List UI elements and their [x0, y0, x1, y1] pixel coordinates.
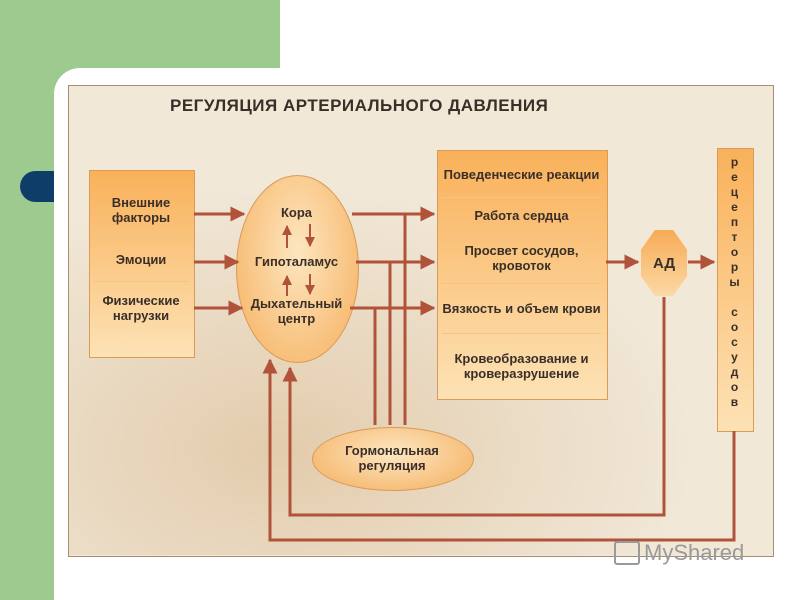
- blood-pressure-label: АД: [652, 254, 676, 272]
- watermark: MyShared: [614, 540, 744, 566]
- response-heart: Работа сердца: [474, 207, 569, 223]
- divider: [442, 333, 601, 334]
- node-respiratory-center: Дыхательный центр: [250, 296, 343, 326]
- divider: [94, 281, 188, 282]
- response-hematopoiesis: Кровеобразование и кроверазрушение: [454, 351, 589, 381]
- hormonal-regulation-label: Гормональная регуляция: [345, 443, 439, 473]
- feedback-receptors-to-center: [262, 358, 736, 542]
- response-blood-viscosity: Вязкость и объем крови: [442, 300, 601, 316]
- watermark-text: MyShared: [644, 540, 745, 565]
- brain-centers-oval: [236, 175, 359, 363]
- node-hypothalamus: Гипоталамус: [254, 253, 339, 269]
- effector-responses-box: [437, 150, 608, 400]
- divider: [94, 237, 188, 238]
- external-factor-emotions: Эмоции: [115, 251, 167, 267]
- vessel-receptors-box: [717, 148, 754, 432]
- vessel-receptors-label: р е ц е п т о р ы с о с у д о в: [729, 155, 740, 409]
- external-factor-physical: Физические нагрузки: [102, 293, 180, 323]
- diagram-title: РЕГУЛЯЦИЯ АРТЕРИАЛЬНОГО ДАВЛЕНИЯ: [170, 96, 549, 115]
- response-behavior: Поведенческие реакции: [443, 166, 600, 182]
- hormonal-regulation-oval: [312, 427, 474, 491]
- divider: [442, 197, 601, 198]
- divider: [442, 233, 601, 234]
- external-factor-outer: Внешние факторы: [111, 195, 171, 225]
- external-factors-box: [89, 170, 195, 358]
- feedback-ad-to-center: [282, 297, 666, 517]
- node-cortex: Кора: [280, 204, 313, 220]
- presentation-icon: [614, 541, 640, 565]
- blood-pressure-node: [641, 230, 687, 296]
- divider: [442, 283, 601, 284]
- response-vessel-lumen: Просвет сосудов, кровоток: [464, 243, 579, 273]
- top-white-area: [280, 0, 800, 70]
